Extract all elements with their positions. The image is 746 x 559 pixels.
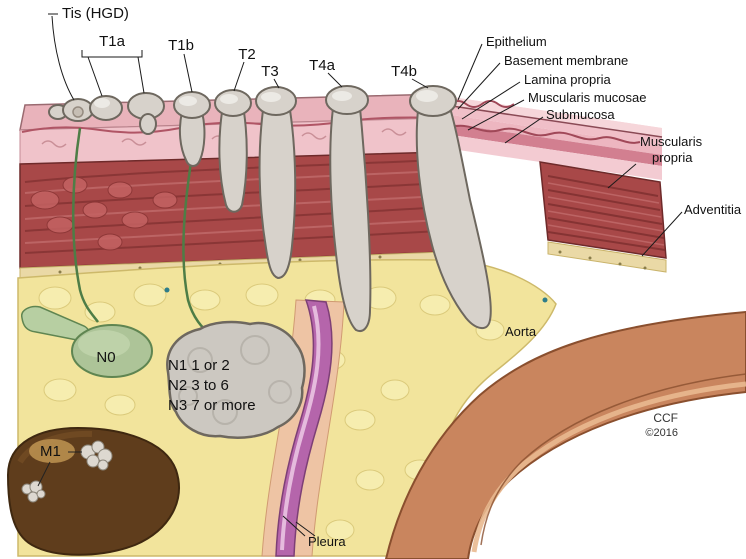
- label-basement-membrane: Basement membrane: [504, 53, 628, 68]
- t1a-leg-1: [87, 56, 103, 97]
- t4b-leader: [411, 78, 429, 89]
- submucosa-layer: [445, 134, 662, 180]
- liver: [6, 426, 180, 556]
- lymphatic-vessels: [71, 127, 213, 337]
- t1b-leader: [183, 53, 193, 93]
- label-muscularis-propria-2: propria: [652, 150, 693, 165]
- basement-membrane-layer: [445, 105, 662, 146]
- tumor-t3: [255, 86, 297, 280]
- t1a-leg-2: [137, 56, 145, 94]
- pleura-leader-1: [282, 515, 306, 537]
- muscle-cut-block: [539, 161, 667, 259]
- basement-leader: [457, 62, 501, 110]
- aorta-inner-band: [471, 381, 746, 553]
- pleura-inner-stripe: [280, 305, 321, 551]
- epithelium-layer: [445, 96, 662, 137]
- tumor-t4b: [409, 85, 492, 329]
- label-n1: N1 1 or 2: [168, 357, 230, 374]
- label-t1a: T1a: [99, 33, 126, 50]
- label-t1b: T1b: [168, 37, 194, 54]
- label-submucosa: Submucosa: [546, 107, 615, 122]
- musc-propria-leader: [607, 163, 637, 189]
- t3-leader: [273, 78, 280, 89]
- muscle-bundle-blobs: [30, 176, 178, 251]
- tumor-t4a: [325, 85, 372, 332]
- label-n3: N3 7 or more: [168, 397, 256, 414]
- liver-metastases: [21, 440, 113, 503]
- lymph-node-cluster: [166, 320, 306, 439]
- label-t3: T3: [261, 63, 279, 80]
- label-t4a: T4a: [309, 57, 336, 74]
- label-pleura: Pleura: [308, 534, 346, 549]
- adventitia-cut-strip: [547, 241, 667, 273]
- lymph-vessel-left: [71, 127, 99, 323]
- credit-year: ©2016: [645, 427, 678, 439]
- tumor-tis: [62, 98, 94, 122]
- label-aorta: Aorta: [505, 324, 537, 339]
- label-muscularis-mucosae: Muscularis mucosae: [528, 90, 647, 105]
- label-tis: Tis (HGD): [62, 5, 129, 22]
- credit-ccf: CCF: [653, 411, 678, 425]
- adventitia-leader: [641, 211, 683, 257]
- top-surface-wave: [449, 100, 515, 108]
- lymph-vessel-right: [182, 129, 213, 337]
- label-n2: N2 3 to 6: [168, 377, 229, 394]
- t4a-leader: [327, 72, 343, 88]
- basement-membrane-line: [444, 104, 663, 138]
- t2-leader: [233, 61, 245, 92]
- submucosa-leader: [504, 116, 544, 144]
- tumor-t1a: [89, 92, 165, 135]
- t-label-leaders: [48, 13, 429, 101]
- label-muscularis-propria-1: Muscularis: [640, 134, 703, 149]
- aorta-inner-line: [480, 373, 746, 546]
- label-adventitia: Adventitia: [684, 202, 742, 217]
- label-t2: T2: [238, 46, 256, 63]
- lamina-propria-layer: [445, 114, 662, 155]
- label-t4b: T4b: [391, 63, 417, 80]
- label-epithelium: Epithelium: [486, 34, 547, 49]
- label-m1: M1: [40, 443, 61, 460]
- muscularis-mucosae-layer: [445, 123, 662, 166]
- label-lamina-propria: Lamina propria: [524, 72, 611, 87]
- tumor-t2: [214, 89, 252, 213]
- muscularis-mucosae-wave: [447, 124, 641, 144]
- epithelium-leader: [457, 43, 483, 101]
- labels: Tis (HGD) T1a T1b T2 T3 T4a T4b Epitheli…: [40, 5, 742, 549]
- pleura: [261, 299, 345, 557]
- tis-leader: [51, 15, 75, 101]
- musc-mucosae-leader: [467, 99, 525, 131]
- label-n0: N0: [96, 349, 115, 366]
- t1a-bracket: [81, 50, 143, 58]
- layer-label-leaders: [282, 43, 683, 537]
- m1-label-patch: [29, 439, 75, 463]
- pleura-leader-2: [295, 521, 316, 537]
- m1-leader-2: [37, 461, 51, 487]
- lymph-node-n0: [71, 324, 153, 378]
- lamina-leader: [461, 81, 521, 120]
- tumors: [48, 85, 492, 332]
- tumor-t1b: [173, 91, 211, 167]
- layer-steps: [444, 96, 663, 180]
